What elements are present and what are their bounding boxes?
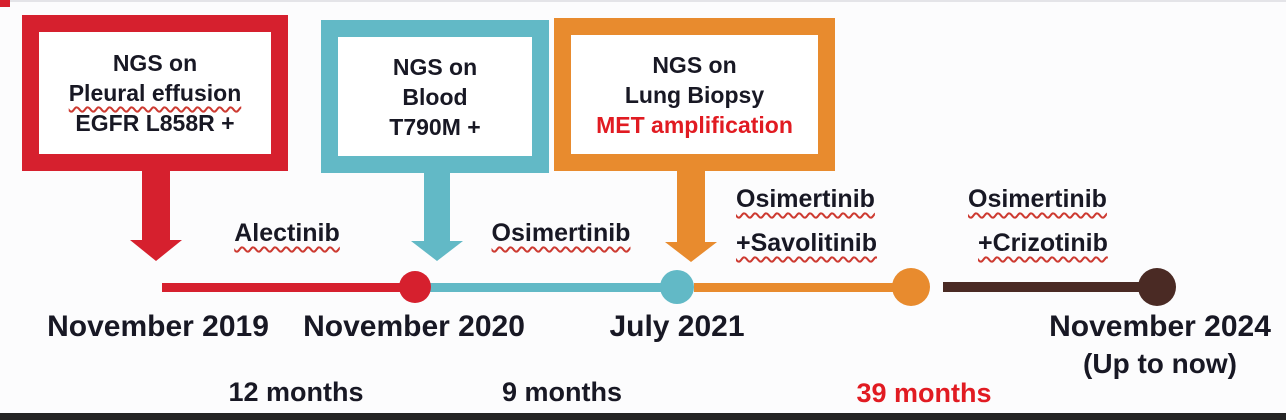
- box3-line2: Lung Biopsy: [624, 81, 765, 108]
- ngs-box-pleural-effusion: NGS on Pleural effusion EGFR L858R +: [22, 15, 288, 171]
- top-border-line: [0, 0, 1286, 2]
- ngs-box-lung-biopsy-text: NGS on Lung Biopsy MET amplification: [596, 50, 793, 140]
- corner-red-mark: [0, 0, 10, 7]
- box3-line1: NGS on: [652, 51, 737, 78]
- treatment-label-alectinib: Alectinib: [234, 219, 340, 247]
- down-arrow-red-stem: [142, 168, 170, 242]
- ngs-box-blood-text: NGS on Blood T790M +: [389, 52, 480, 142]
- box1-line2: Pleural effusion: [68, 80, 242, 106]
- timeline-segment-osimertinib: [430, 283, 677, 292]
- duration-9-months: 9 months: [501, 377, 623, 407]
- treatment-label-savolitinib: +Savolitinib: [736, 229, 878, 257]
- box2-line2: Blood: [402, 83, 468, 110]
- box2-line3: T790M +: [389, 113, 481, 140]
- duration-12-months: 12 months: [228, 377, 364, 407]
- box2-line1: NGS on: [392, 53, 478, 80]
- ngs-box-lung-biopsy: NGS on Lung Biopsy MET amplification: [554, 18, 835, 171]
- date-november-2019: November 2019: [47, 310, 269, 343]
- duration-39-months: 39 months: [856, 378, 992, 408]
- down-arrow-orange-stem: [677, 169, 705, 243]
- down-arrow-orange-icon: [665, 242, 717, 262]
- timeline-dot-july-2021: [660, 270, 694, 304]
- treatment-label-crizotinib: +Crizotinib: [978, 229, 1108, 257]
- box1-line3: EGFR L858R +: [75, 110, 235, 136]
- treatment-label-osimertinib-2: Osimertinib: [736, 185, 875, 213]
- timeline-dot-orange: [892, 268, 930, 306]
- treatment-label-osimertinib-3: Osimertinib: [968, 185, 1107, 213]
- timeline-segment-osimertinib-crizotinib: [943, 282, 1157, 292]
- box3-line3-met-amplification: MET amplification: [596, 111, 793, 138]
- treatment-label-osimertinib: Osimertinib: [491, 219, 631, 247]
- date-up-to-now-note: (Up to now): [1083, 348, 1237, 379]
- ngs-box-blood: NGS on Blood T790M +: [321, 20, 549, 173]
- timeline-dot-november-2024: [1138, 268, 1176, 306]
- timeline-segment-alectinib: [162, 283, 415, 292]
- date-november-2024: November 2024: [1049, 310, 1271, 343]
- date-july-2021: July 2021: [609, 310, 745, 343]
- down-arrow-teal-icon: [411, 241, 463, 261]
- bottom-border-bar: [0, 413, 1286, 420]
- timeline-dot-november-2020: [399, 271, 431, 303]
- box1-line1: NGS on: [112, 50, 198, 76]
- ngs-box-pleural-effusion-text: NGS on Pleural effusion EGFR L858R +: [69, 48, 242, 138]
- down-arrow-red-icon: [130, 240, 182, 261]
- down-arrow-teal-stem: [424, 171, 450, 241]
- timeline-segment-osimertinib-savolitinib: [694, 283, 911, 292]
- date-november-2020: November 2020: [303, 310, 525, 343]
